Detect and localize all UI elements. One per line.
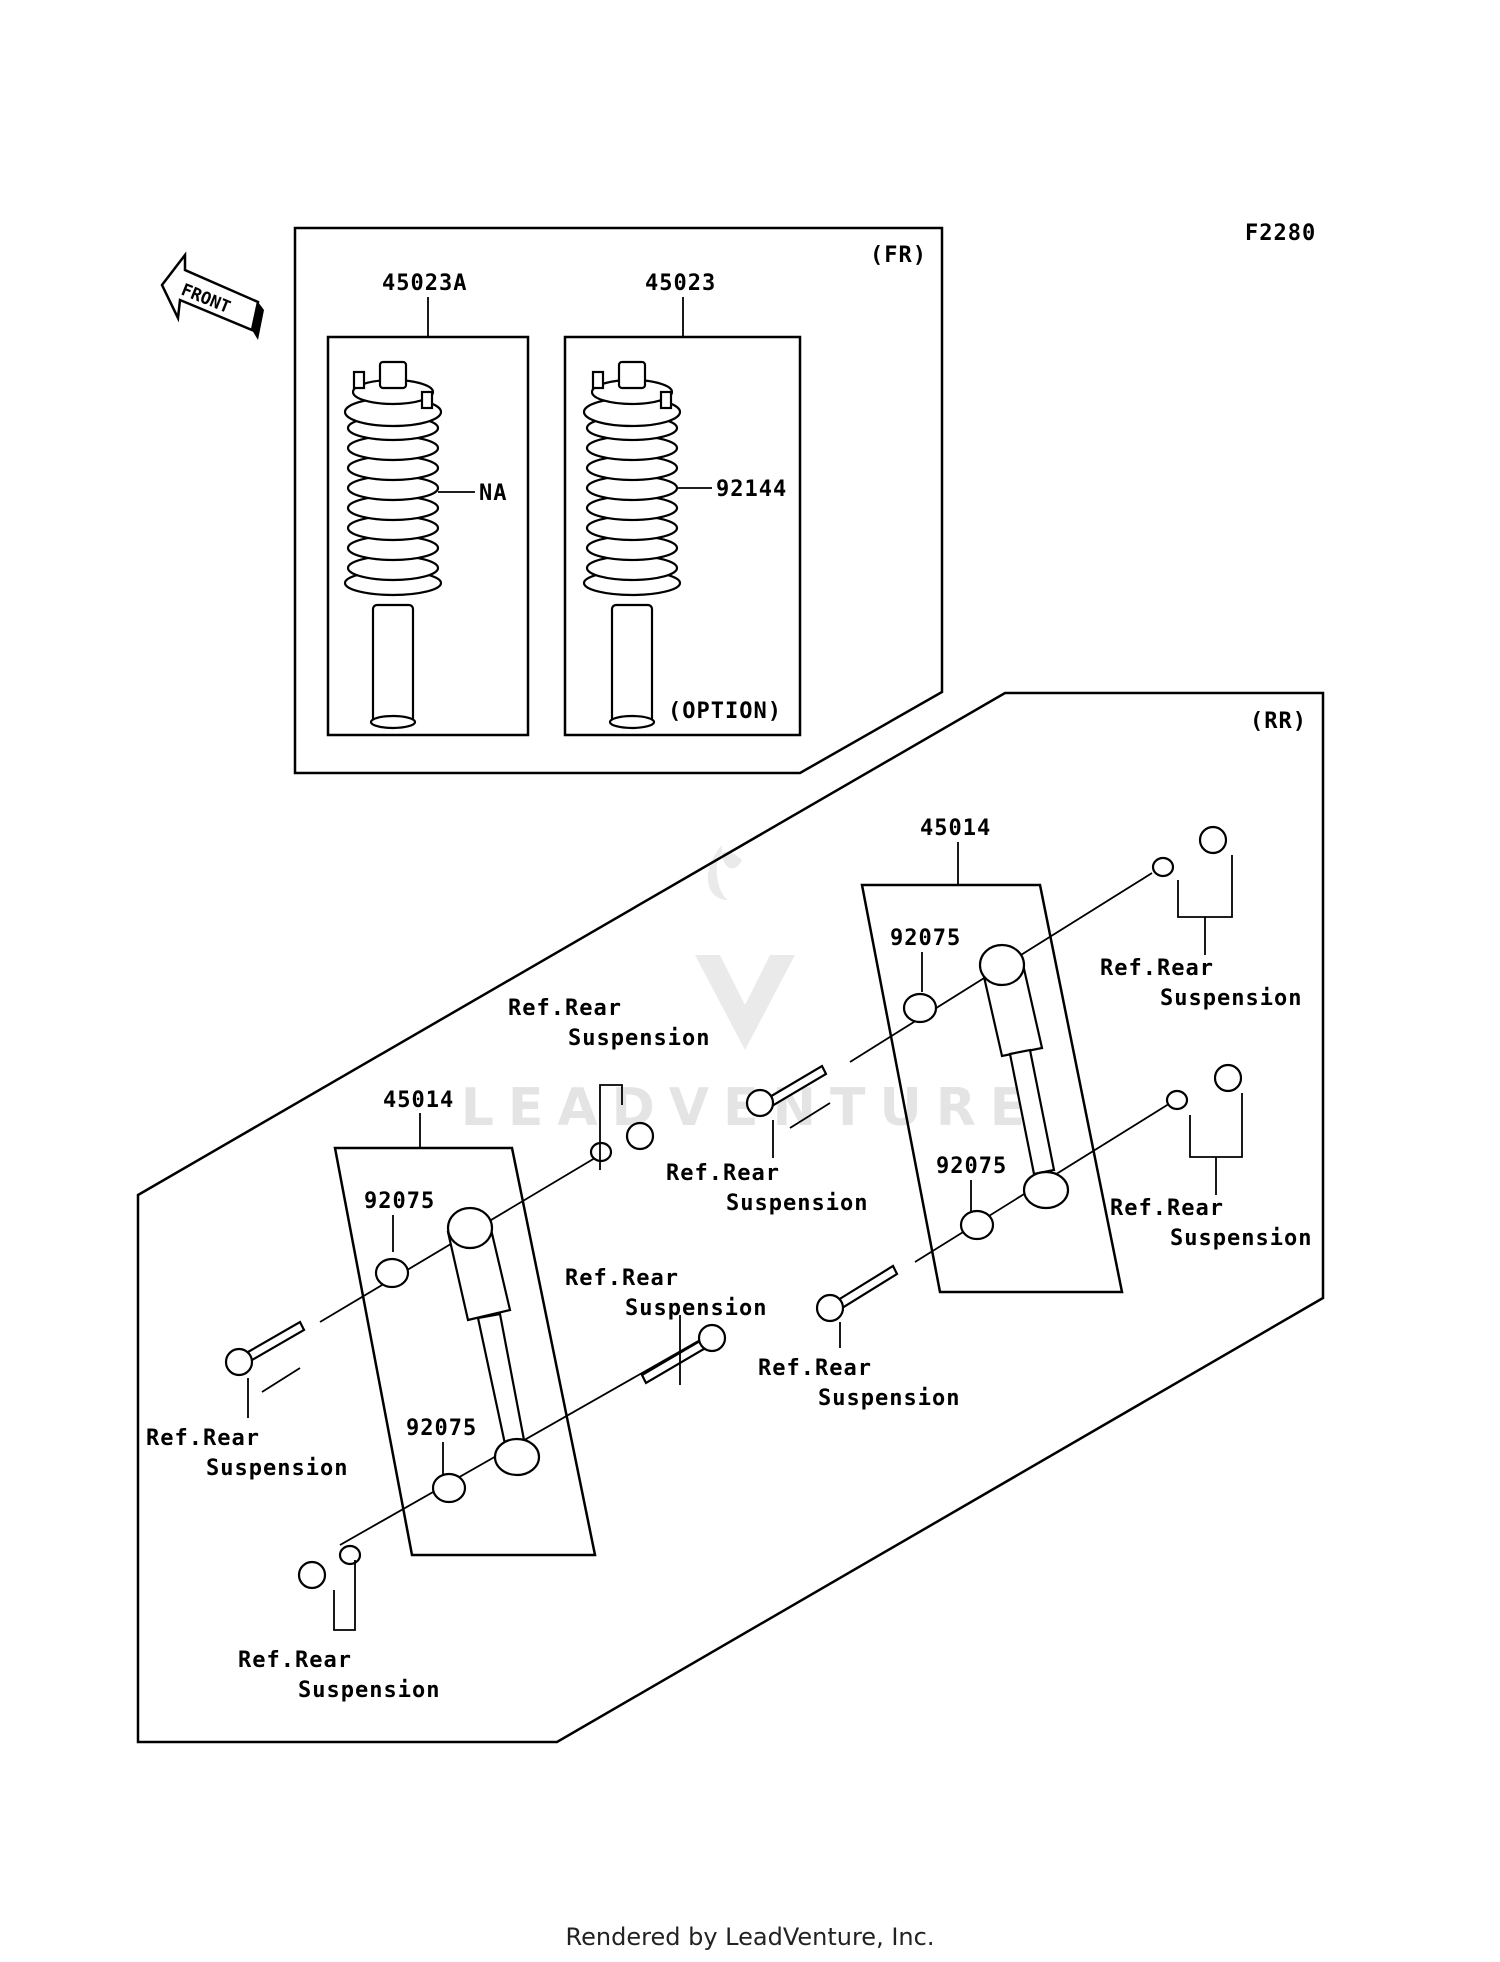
rear-section: (RR) 45014 92075 92075 bbox=[136, 691, 1325, 1744]
rear-right-shock: 45014 92075 92075 bbox=[666, 816, 1312, 1411]
nut-left-bottom bbox=[297, 1544, 362, 1590]
bushing-bottom-left: 92075 bbox=[406, 1416, 477, 1441]
front-arrow-icon: FRONT bbox=[160, 251, 264, 340]
front-shock-b-box bbox=[563, 335, 802, 737]
ref-label-left-nut-bottom-1: Ref.Rear bbox=[238, 1648, 352, 1673]
part-number-45023: 45023 bbox=[645, 271, 716, 296]
part-number-45023a: 45023A bbox=[382, 271, 467, 296]
bushing-top-right: 92075 bbox=[890, 926, 961, 951]
rear-section-label: (RR) bbox=[1250, 709, 1307, 734]
bolt-right-top bbox=[745, 1064, 828, 1118]
ref-label-right-bolt-top-2: Suspension bbox=[726, 1191, 868, 1216]
nut-right-bottom bbox=[1165, 1063, 1243, 1111]
footer-credit: Rendered by LeadVenture, Inc. bbox=[566, 1923, 935, 1951]
rear-left-shock: 45014 92075 92075 bbox=[146, 996, 767, 1703]
ref-label-right-bolt-bottom-2: Suspension bbox=[818, 1386, 960, 1411]
ref-label-left-bolt-bottom-1: Ref.Rear bbox=[565, 1266, 679, 1291]
front-section-border bbox=[293, 226, 944, 775]
bushing-bottom-right: 92075 bbox=[936, 1154, 1007, 1179]
ref-label-left-bolt-top-1: Ref.Rear bbox=[146, 1426, 260, 1451]
bolt-right-bottom bbox=[815, 1264, 899, 1323]
nut-left-top bbox=[589, 1121, 655, 1163]
ref-label-right-bolt-bottom-1: Ref.Rear bbox=[758, 1356, 872, 1381]
ref-label-right-bolt-top-1: Ref.Rear bbox=[666, 1161, 780, 1186]
ref-label-right-nut-top-1: Ref.Rear bbox=[1100, 956, 1214, 981]
watermark-text: LEADVENTURE bbox=[461, 1078, 1040, 1138]
bolt-left-bottom bbox=[640, 1323, 727, 1385]
rear-section-border bbox=[136, 691, 1325, 1744]
ref-label-left-bolt-top-2: Suspension bbox=[206, 1456, 348, 1481]
rear-right-shock-frame bbox=[860, 883, 1124, 1294]
front-section-label: (FR) bbox=[870, 243, 927, 268]
front-shock-b: 92144 (OPTION) bbox=[582, 360, 787, 730]
diagram-code: F2280 bbox=[1245, 221, 1316, 246]
ref-label-right-nut-bottom-2: Suspension bbox=[1170, 1226, 1312, 1251]
rear-left-shock-frame bbox=[333, 1146, 597, 1557]
ref-label-left-nut-top-2: Suspension bbox=[568, 1026, 710, 1051]
front-shock-a-box bbox=[326, 335, 530, 737]
bushing-top-left: 92075 bbox=[364, 1189, 435, 1214]
ref-label-left-bolt-bottom-2: Suspension bbox=[625, 1296, 767, 1321]
ref-label-left-nut-bottom-2: Suspension bbox=[298, 1678, 440, 1703]
part-number-45014-left: 45014 bbox=[383, 1088, 454, 1113]
watermark-logo bbox=[695, 845, 795, 1050]
option-note: (OPTION) bbox=[668, 699, 782, 724]
front-shock-a: NA bbox=[343, 360, 508, 730]
part-number-45014-right: 45014 bbox=[920, 816, 991, 841]
ref-label-right-nut-top-2: Suspension bbox=[1160, 986, 1302, 1011]
ref-label-left-nut-top-1: Ref.Rear bbox=[508, 996, 622, 1021]
spring-label-92144: 92144 bbox=[716, 477, 787, 502]
nut-right-top bbox=[1151, 825, 1228, 878]
ref-label-right-nut-bottom-1: Ref.Rear bbox=[1110, 1196, 1224, 1221]
front-section: (FR) 45023A 45023 bbox=[293, 226, 944, 775]
spring-label-na: NA bbox=[479, 481, 508, 506]
bolt-left-top bbox=[224, 1320, 306, 1377]
